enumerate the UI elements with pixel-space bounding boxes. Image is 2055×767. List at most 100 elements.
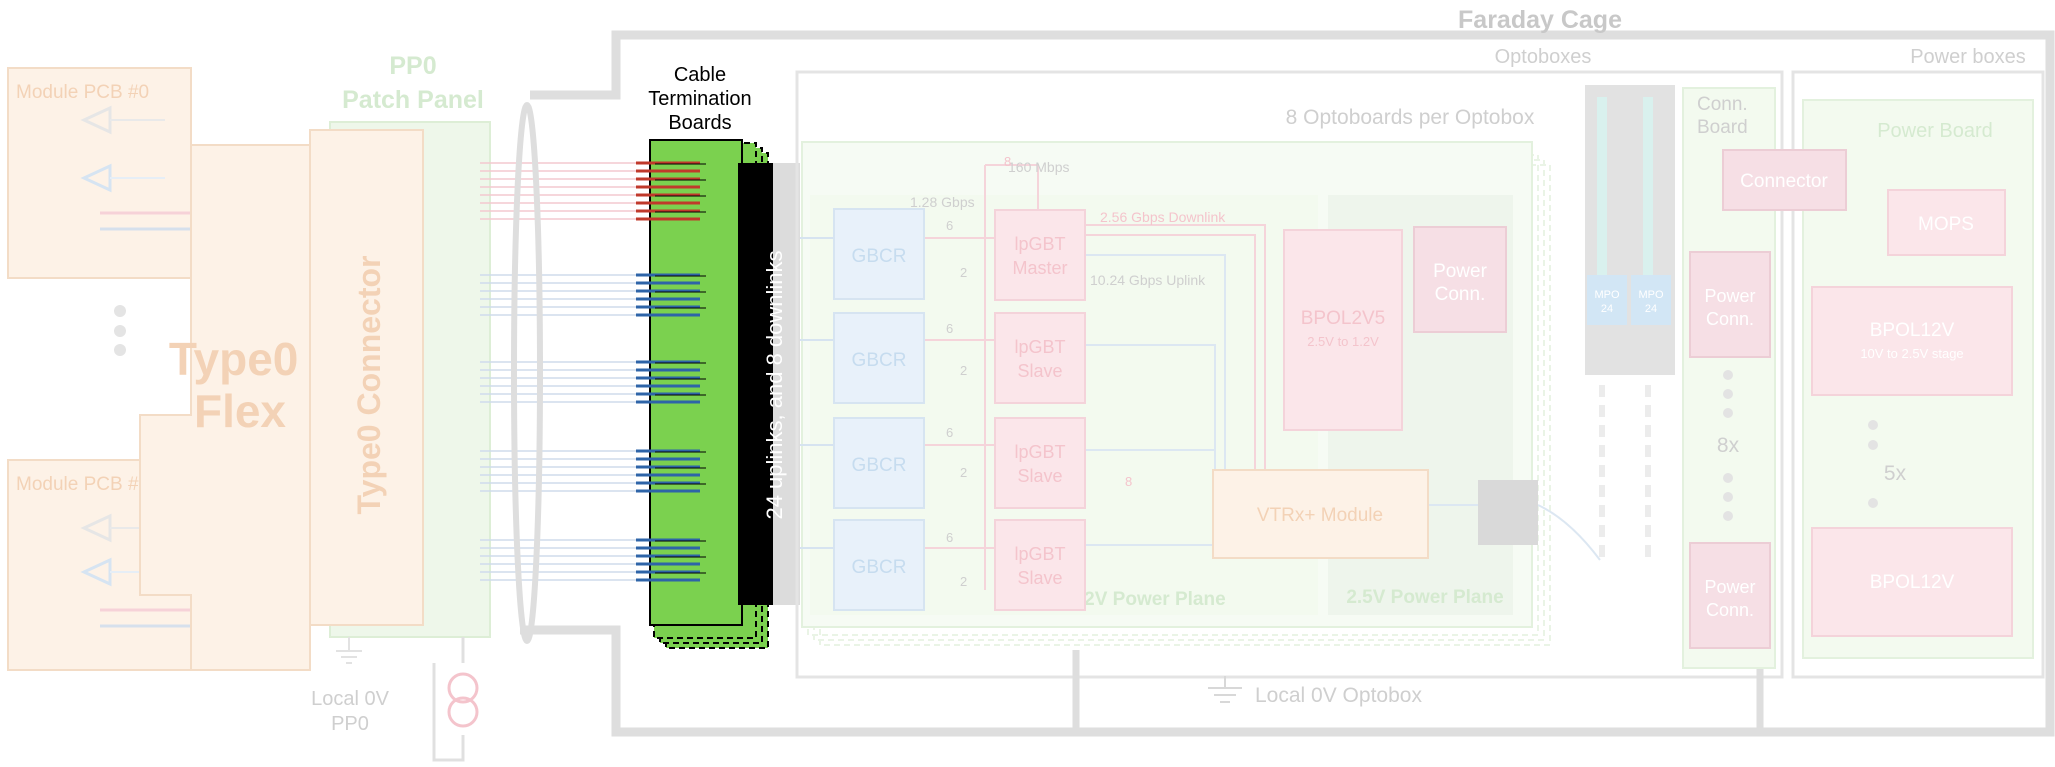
- mpo-count: 24: [1601, 303, 1613, 315]
- power-conn-box: [1689, 542, 1771, 649]
- bus-width-2: 2: [960, 465, 967, 480]
- current-source-icon: [432, 637, 479, 762]
- local-0v-pp0-line1: Local 0V: [311, 688, 389, 710]
- cable-loop: [511, 102, 543, 644]
- termination-connector-strip: [738, 163, 773, 605]
- power-boxes-title: Power boxes: [1910, 46, 2026, 68]
- local-0v-pp0-line2: PP0: [331, 713, 369, 735]
- power-board-multiplier: 5x: [1884, 462, 1907, 485]
- bus-width-6: 6: [946, 530, 953, 545]
- mpo-label: MPO: [1594, 289, 1620, 301]
- optoboard-power-conn-box: [1413, 226, 1507, 333]
- lpgbt-label: lpGBT: [1014, 442, 1065, 462]
- cable-termination-boards: Cable Termination Boards 24 uplinks, and…: [636, 64, 800, 649]
- type0-connector-label: Type0 Connector: [351, 256, 387, 515]
- cable-bundle: [480, 162, 645, 581]
- gbcr-box: [833, 208, 925, 300]
- gbcr-box: [833, 519, 925, 611]
- bus-width-2: 2: [960, 363, 967, 378]
- bus-width-8: 8: [1125, 474, 1132, 489]
- optoboard-power-conn-line1: Power: [1433, 261, 1488, 282]
- bpol12v-box: [1811, 286, 2013, 396]
- bus-width-2: 2: [960, 265, 967, 280]
- board-traces: [636, 161, 706, 582]
- gbcr-box: [833, 312, 925, 404]
- pp0-patch-panel: PP0 Patch Panel Type0 Connector Local 0V…: [309, 52, 491, 762]
- mpo-adapters: MPO 24 MPO 24: [1585, 85, 1675, 560]
- gbcr-label: GBCR: [852, 350, 907, 371]
- rate-160mbps: 160 Mbps: [1008, 159, 1069, 175]
- ground-icon: [336, 637, 362, 664]
- power-conn-line1: Power: [1704, 286, 1755, 306]
- module-pcb-0: Module PCB #0: [7, 67, 192, 279]
- mpo-count: 24: [1645, 303, 1657, 315]
- rate-256gbps-downlink: 2.56 Gbps Downlink: [1100, 209, 1226, 225]
- module-pcb-n-label: Module PCB #N: [16, 474, 152, 495]
- pp0-title: PP0: [389, 52, 436, 80]
- lpgbt-label: lpGBT: [1014, 234, 1065, 254]
- gbcr-label: GBCR: [852, 455, 907, 476]
- power-conn-box: [1689, 251, 1771, 358]
- lpgbt-label: lpGBT: [1014, 337, 1065, 357]
- bpol12v-label: BPOL12V: [1870, 320, 1955, 341]
- cable-termination-title-line3: Boards: [668, 112, 731, 134]
- rate-128gbps: 1.28 Gbps: [910, 194, 975, 210]
- type0-flex-line2: Flex: [194, 385, 286, 437]
- svg-text:Type0 Flex: Type0 Flex: [169, 333, 311, 437]
- bus-width-2: 2: [960, 574, 967, 589]
- mops-label: MOPS: [1918, 214, 1974, 235]
- bpol2v5-sublabel: 2.5V to 1.2V: [1307, 334, 1379, 349]
- optoboards-per-optobox-label: 8 Optoboards per Optobox: [1286, 106, 1535, 129]
- bpol2v5-box: [1283, 229, 1403, 431]
- bus-width-6: 6: [946, 218, 953, 233]
- bus-width-6: 6: [946, 425, 953, 440]
- type0-connector: [309, 129, 424, 626]
- gbcr-label: GBCR: [852, 246, 907, 267]
- bpol12v-box: [1811, 527, 2013, 637]
- fiber-connector: [1478, 480, 1538, 545]
- bpol12v-label: BPOL12V: [1870, 572, 1955, 593]
- module-pcb-0-label: Module PCB #0: [16, 82, 149, 103]
- optoboxes-title: Optoboxes: [1495, 46, 1592, 68]
- gbcr-box: [833, 417, 925, 509]
- mpo-label: MPO: [1638, 289, 1664, 301]
- lpgbt-role: Slave: [1017, 568, 1062, 588]
- local-0v-optobox-label: Local 0V Optobox: [1255, 684, 1422, 707]
- type0-flex: Type0 Flex: [139, 144, 311, 671]
- gbcr-label: GBCR: [852, 557, 907, 578]
- module-pcb-ellipsis: [114, 305, 126, 356]
- cable-termination-title-line1: Cable: [674, 64, 726, 86]
- power-boxes: Power boxes Power Board Connector MOPS B…: [1722, 46, 2045, 679]
- bus-width-6: 6: [946, 321, 953, 336]
- faraday-cage-title: Faraday Cage: [1458, 6, 1622, 34]
- power-conn-line1: Power: [1704, 577, 1755, 597]
- lpgbt-label: lpGBT: [1014, 544, 1065, 564]
- faraday-cage: Faraday Cage: [520, 6, 2055, 737]
- optoboard-power-conn-line2: Conn.: [1435, 284, 1486, 305]
- vtrx-module-box: [1212, 469, 1429, 559]
- lpgbt-master-box: [994, 209, 1086, 301]
- power-board-title: Power Board: [1877, 120, 1993, 142]
- conn-board-multiplier: 8x: [1717, 434, 1740, 457]
- bus-width-8: 8: [1004, 154, 1011, 169]
- conn-board-title-line2: Board: [1697, 117, 1748, 138]
- lpgbt-role: Slave: [1017, 361, 1062, 381]
- type0-flex-line1: Type0: [169, 333, 299, 385]
- bpol2v5-label: BPOL2V5: [1301, 308, 1386, 329]
- power-conn-line2: Conn.: [1706, 309, 1754, 329]
- lpgbt-slave-box: [994, 519, 1086, 611]
- lpgbt-role: Slave: [1017, 466, 1062, 486]
- power-conn-line2: Conn.: [1706, 600, 1754, 620]
- ground-icon: [1208, 676, 1242, 703]
- lpgbt-slave-box: [994, 417, 1086, 509]
- bpol12v-sublabel: 10V to 2.5V stage: [1860, 346, 1963, 361]
- power-plane-25v-label: 2.5V Power Plane: [1346, 587, 1503, 608]
- optoboxes: Optoboxes 8 Optoboards per Optobox 1.2V …: [795, 46, 1784, 732]
- connector-label: Connector: [1740, 171, 1828, 192]
- patch-panel-title: Patch Panel: [342, 86, 484, 114]
- conn-board-title-line1: Conn.: [1697, 94, 1748, 115]
- cable-termination-title-line2: Termination: [648, 88, 751, 110]
- uplinks-downlinks-label: 24 uplinks, and 8 downlinks: [762, 250, 787, 519]
- power-plane-12v-label: 1.2V Power Plane: [1068, 589, 1225, 610]
